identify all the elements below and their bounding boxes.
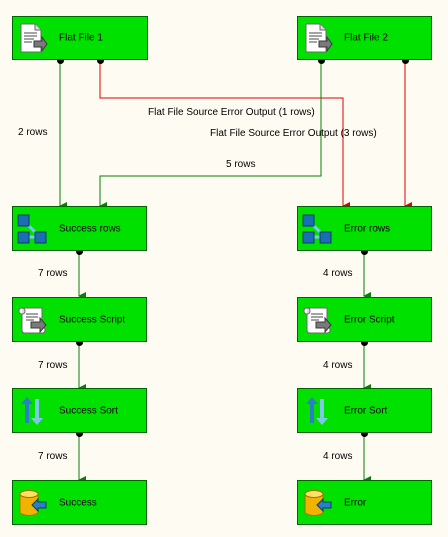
- flow-label-ff2-rows: 5 rows: [226, 159, 256, 170]
- component-label: Error: [344, 497, 367, 508]
- output-port[interactable]: [76, 339, 83, 346]
- component-label: Flat File 2: [344, 32, 388, 44]
- component-error[interactable]: Error: [297, 480, 432, 525]
- output-port[interactable]: [361, 430, 368, 437]
- output-port[interactable]: [76, 248, 83, 255]
- component-error-rows[interactable]: Error rows: [297, 206, 432, 251]
- output-port[interactable]: [76, 430, 83, 437]
- flat-file-source-icon: [305, 23, 333, 53]
- error-output-port[interactable]: [97, 57, 104, 64]
- component-label: Flat File 1: [59, 32, 103, 44]
- component-success-sort[interactable]: Success Sort: [12, 388, 147, 433]
- component-success-rows[interactable]: Success rows: [12, 206, 147, 251]
- output-port[interactable]: [318, 57, 325, 64]
- component-label: Success: [59, 497, 97, 508]
- component-label: Success rows: [59, 223, 121, 234]
- component-success-script[interactable]: Success Script: [12, 297, 147, 342]
- component-label: Error Script: [344, 314, 395, 325]
- error-output-port[interactable]: [402, 57, 409, 64]
- component-label: Error rows: [344, 223, 391, 234]
- flow-label-error-sort: 4 rows: [323, 451, 353, 462]
- flow-label-success-script: 7 rows: [38, 360, 68, 371]
- union-all-icon: [17, 214, 47, 243]
- flat-file-source-icon: [20, 23, 48, 53]
- flow-ff1-error-output[interactable]: [99, 60, 350, 210]
- flow-label-ff1-error: Flat File Source Error Output (1 rows): [148, 107, 315, 118]
- flow-label-error-script: 4 rows: [323, 360, 353, 371]
- script-component-icon: [303, 307, 332, 333]
- component-success[interactable]: Success: [12, 480, 147, 525]
- sort-icon: [306, 396, 328, 425]
- component-error-script[interactable]: Error Script: [297, 297, 432, 342]
- component-label: Error Sort: [344, 405, 388, 416]
- union-all-icon: [302, 214, 332, 243]
- script-component-icon: [18, 307, 47, 333]
- flow-label-ff1-rows: 2 rows: [18, 127, 48, 138]
- flow-ff2-success-rows[interactable]: [99, 60, 322, 210]
- output-port[interactable]: [361, 248, 368, 255]
- destination-icon: [19, 489, 47, 516]
- flow-label-ff2-error: Flat File Source Error Output (3 rows): [210, 128, 377, 139]
- flow-label-success-sort: 7 rows: [38, 451, 68, 462]
- sort-icon: [21, 396, 43, 425]
- component-error-sort[interactable]: Error Sort: [297, 388, 432, 433]
- component-flat-file-1[interactable]: Flat File 1: [12, 16, 148, 60]
- component-label: Success Script: [59, 314, 126, 325]
- output-port[interactable]: [361, 339, 368, 346]
- component-label: Success Sort: [59, 405, 118, 416]
- flow-label-error-rows: 4 rows: [323, 268, 353, 279]
- destination-icon: [304, 489, 332, 516]
- flow-label-success-rows: 7 rows: [38, 268, 68, 279]
- component-flat-file-2[interactable]: Flat File 2: [297, 16, 432, 60]
- output-port[interactable]: [57, 57, 64, 64]
